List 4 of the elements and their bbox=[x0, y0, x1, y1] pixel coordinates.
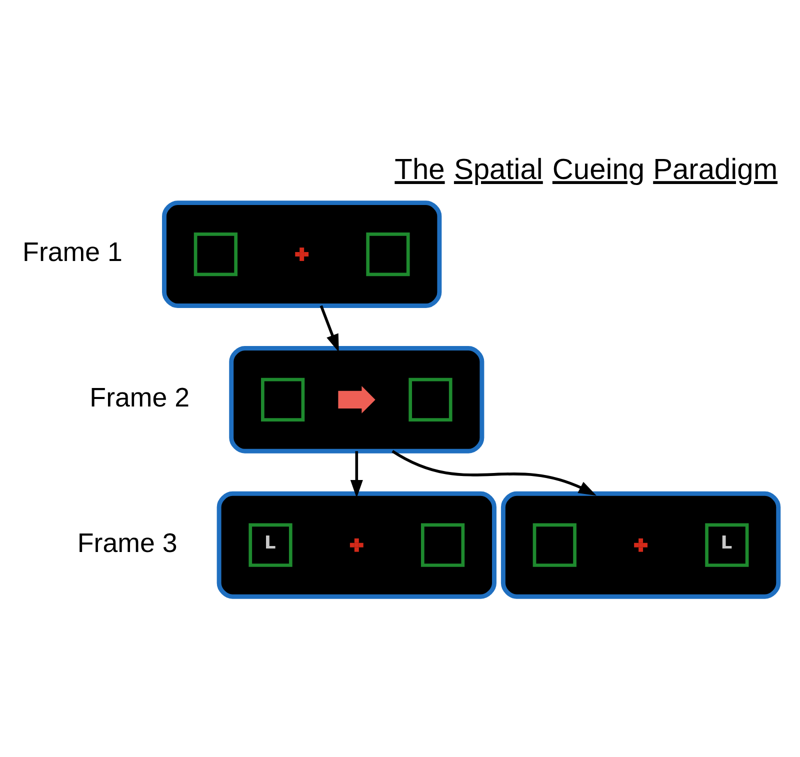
node-label: Frame 2 bbox=[90, 382, 190, 412]
node-label: Frame 3 bbox=[77, 528, 178, 558]
node-label: Frame 1 bbox=[22, 236, 122, 267]
diagram-title: The Spatial Cueing Paradigm bbox=[394, 154, 778, 186]
